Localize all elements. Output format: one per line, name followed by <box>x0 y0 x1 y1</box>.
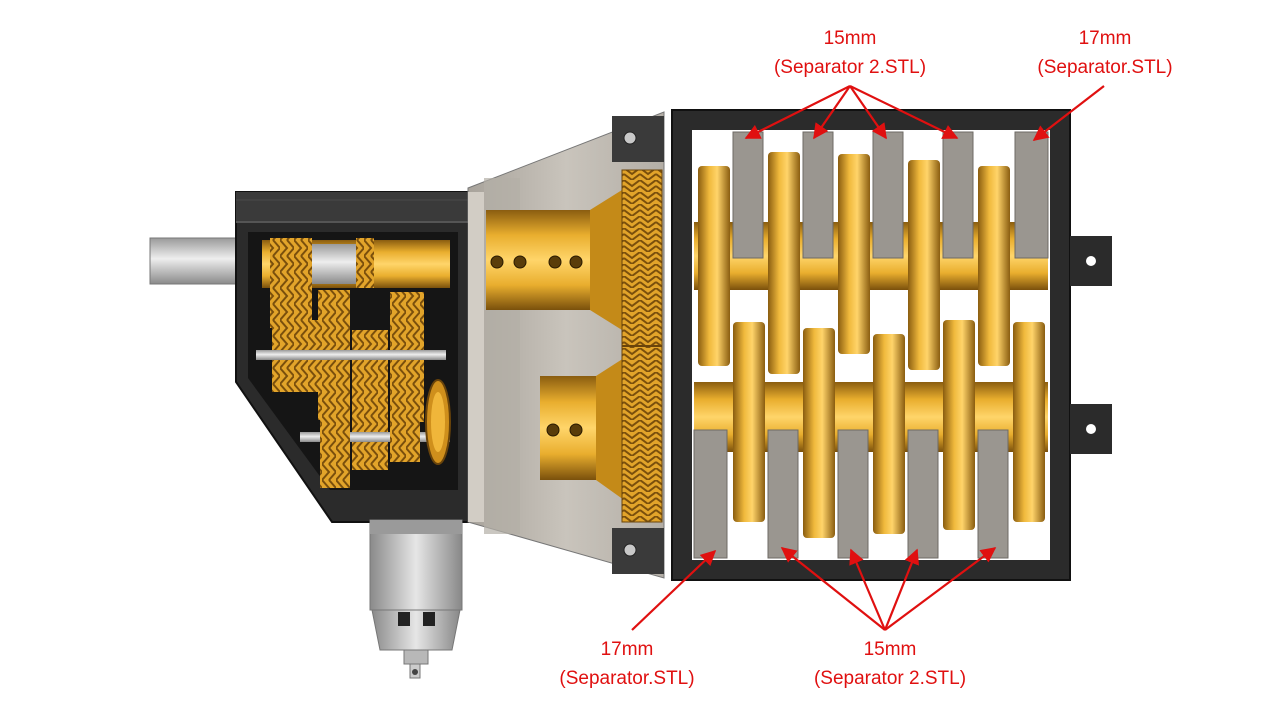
annotation-arrows <box>631 85 1105 631</box>
callout-size: 17mm <box>600 639 654 660</box>
input-shaft <box>149 237 241 285</box>
callout-file: (Separator 2.STL) <box>813 668 967 689</box>
separators-bottom <box>693 429 1009 559</box>
herringbone-gear-pair <box>621 169 663 523</box>
callout-bottom-separator-2: 15mm (Separator 2.STL) <box>790 635 990 693</box>
callout-top-separator-2: 15mm (Separator 2.STL) <box>750 24 950 82</box>
motor <box>369 519 463 679</box>
callout-bottom-separator: 17mm (Separator.STL) <box>532 635 722 693</box>
gear-train <box>256 238 451 488</box>
coupling-lower <box>540 358 624 500</box>
callout-file: (Separator.STL) <box>559 668 695 689</box>
cutter-blades-lower <box>733 320 1045 538</box>
callout-size: 17mm <box>1078 28 1132 49</box>
callout-size: 15mm <box>863 639 917 660</box>
callout-top-separator: 17mm (Separator.STL) <box>1010 24 1200 82</box>
callout-size: 15mm <box>823 28 877 49</box>
cutter-blades-upper <box>698 152 1010 374</box>
callout-file: (Separator.STL) <box>1037 57 1173 78</box>
coupling-upper <box>486 190 622 330</box>
callout-file: (Separator 2.STL) <box>773 57 927 78</box>
